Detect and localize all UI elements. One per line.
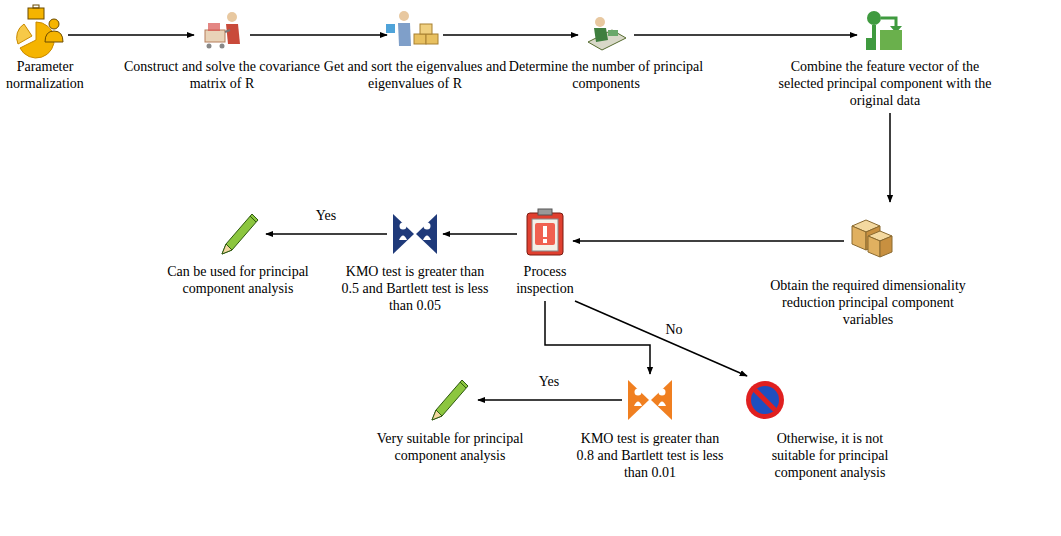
step-node: Combine the feature vector of the select… xyxy=(770,12,1000,109)
edge-label: Yes xyxy=(537,374,561,390)
step-node: Get and sort the eigenvalues and eigenva… xyxy=(315,12,515,92)
flow-arrow xyxy=(443,233,517,235)
pencil-icon xyxy=(222,214,258,254)
icon-slot xyxy=(521,205,569,263)
step-node: Very suitable for principal component an… xyxy=(375,370,525,464)
step-node: Process inspection xyxy=(500,205,590,297)
flow-arrow xyxy=(545,301,650,374)
icon-slot xyxy=(214,205,262,263)
step-node: KMO test is greater than 0.8 and Bartlet… xyxy=(575,370,725,481)
edge-label: Yes xyxy=(314,208,338,224)
step-text: Parameter normalization xyxy=(1,58,89,92)
pencil-icon xyxy=(432,380,468,420)
step-node: Determine the number of principal compon… xyxy=(504,12,709,92)
step-text: Can be used for principal component anal… xyxy=(163,263,313,297)
icon-slot xyxy=(391,205,439,263)
step-text: Obtain the required dimensionality reduc… xyxy=(761,277,976,328)
step-text: Determine the number of principal compon… xyxy=(504,58,709,92)
step-node: Parameter normalization xyxy=(1,12,89,92)
covariance-icon xyxy=(205,12,240,49)
icon-slot xyxy=(16,12,64,58)
step-node: Can be used for principal component anal… xyxy=(163,205,313,297)
icon-slot xyxy=(391,12,439,58)
icon-slot xyxy=(848,205,896,277)
flow-arrow xyxy=(266,233,387,235)
icon-slot xyxy=(198,12,246,58)
step-text: KMO test is greater than 0.8 and Bartlet… xyxy=(575,430,725,481)
icon-slot xyxy=(582,12,630,58)
step-text: Get and sort the eigenvalues and eigenva… xyxy=(315,58,515,92)
icon-slot xyxy=(741,370,789,430)
flow-arrow xyxy=(634,34,857,36)
flow-arrow xyxy=(889,113,891,202)
icon-slot xyxy=(426,370,474,430)
inspection-icon xyxy=(527,209,563,255)
step-text: Process inspection xyxy=(500,263,590,297)
boxes-icon xyxy=(852,220,892,257)
flow-arrow xyxy=(575,301,747,376)
step-node: Otherwise, it is not suitable for princi… xyxy=(755,370,905,481)
flow-arrow xyxy=(573,240,844,242)
step-text: Construct and solve the covariance matri… xyxy=(115,58,330,92)
step-node: Construct and solve the covariance matri… xyxy=(115,12,330,92)
step-text: KMO test is greater than 0.5 and Bartlet… xyxy=(340,263,490,314)
step-node: Obtain the required dimensionality reduc… xyxy=(761,205,976,328)
kmo-test-icon xyxy=(393,214,437,254)
step-text: Combine the feature vector of the select… xyxy=(770,58,1000,109)
flow-arrow xyxy=(443,34,578,36)
combine-icon xyxy=(866,11,902,50)
flow-arrow xyxy=(250,34,387,36)
flow-arrow xyxy=(478,399,622,401)
step-node: KMO test is greater than 0.5 and Bartlet… xyxy=(340,205,490,314)
step-text: Very suitable for principal component an… xyxy=(375,430,525,464)
prohibition-icon xyxy=(746,381,784,419)
step-text: Otherwise, it is not suitable for princi… xyxy=(755,430,905,481)
icon-slot xyxy=(861,12,909,58)
flow-arrow xyxy=(68,34,194,36)
kmo-test-icon xyxy=(628,380,672,420)
eigenvalue-icon xyxy=(386,11,438,46)
icon-slot xyxy=(626,370,674,430)
normalization-icon xyxy=(17,5,63,58)
edge-label: No xyxy=(663,322,684,338)
components-icon xyxy=(588,17,626,50)
